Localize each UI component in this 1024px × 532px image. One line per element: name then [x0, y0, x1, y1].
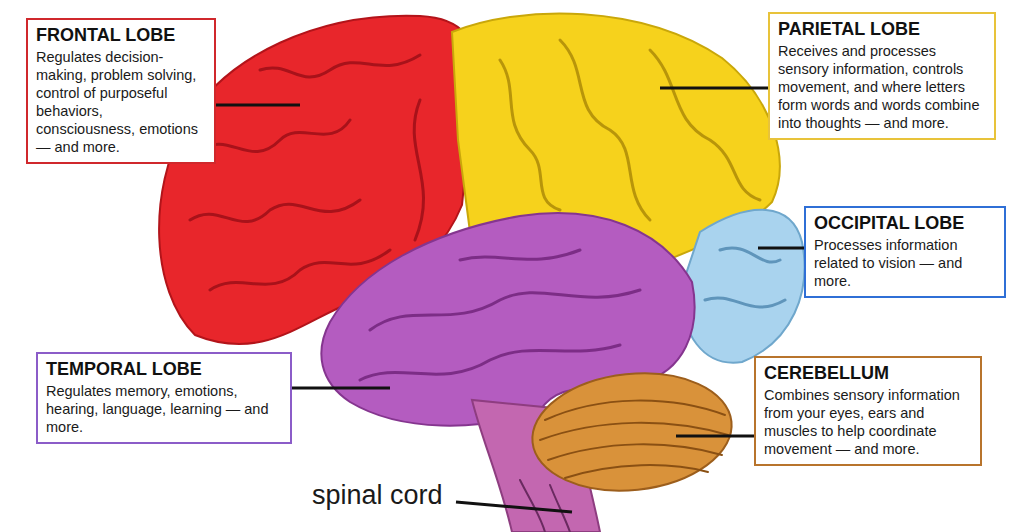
lobe-callout-box: OCCIPITAL LOBEProcesses information rela…	[804, 206, 1006, 298]
box-heading: CEREBELLUM	[764, 363, 972, 384]
temporal-fold	[460, 250, 580, 260]
parietal-fold	[650, 50, 760, 200]
box-heading: PARIETAL LOBE	[778, 19, 986, 40]
parietal-fold	[500, 60, 560, 210]
lobe-callout-box: FRONTAL LOBERegulates decision-making, p…	[26, 18, 216, 164]
lobe-callout-box: PARIETAL LOBEReceives and processes sens…	[768, 12, 996, 140]
frontal-fold	[200, 120, 350, 152]
brain-lobes	[159, 13, 804, 532]
parietal-fold	[560, 40, 650, 220]
box-body-text: Combines sensory information from your e…	[764, 386, 972, 458]
frontal-fold	[260, 55, 420, 77]
cerebellum-shape	[526, 364, 737, 500]
frontal-fold	[190, 200, 360, 222]
box-heading: FRONTAL LOBE	[36, 25, 206, 46]
temporal-fold	[360, 345, 620, 380]
leader-line	[676, 435, 756, 438]
box-heading: TEMPORAL LOBE	[46, 359, 282, 380]
box-body-text: Regulates memory, emotions, hearing, lan…	[46, 382, 282, 436]
frontal-fold	[414, 100, 423, 240]
leader-line	[290, 387, 390, 390]
cerebellum-stripe	[545, 401, 725, 420]
temporal-fold	[370, 290, 640, 330]
occipital-fold	[720, 248, 780, 262]
brainstem-stripe	[520, 480, 545, 532]
box-body-text: Regulates decision-making, problem solvi…	[36, 48, 206, 156]
frontal-fold	[210, 250, 390, 290]
occipital-lobe-shape	[680, 210, 805, 363]
lobe-callout-box: CEREBELLUMCombines sensory information f…	[754, 356, 982, 466]
leader-lines	[214, 88, 806, 512]
lobe-callout-box: TEMPORAL LOBERegulates memory, emotions,…	[36, 352, 292, 444]
box-heading: OCCIPITAL LOBE	[814, 213, 996, 234]
box-body-text: Receives and processes sensory informati…	[778, 42, 986, 132]
part-label: spinal cord	[312, 480, 443, 511]
cerebellum-stripe	[565, 465, 708, 478]
leader-line	[214, 104, 300, 107]
occipital-fold	[705, 298, 785, 307]
brain-folds	[190, 40, 785, 532]
leader-line	[758, 247, 806, 250]
leader-line	[660, 87, 770, 90]
leader-line	[456, 502, 572, 512]
cerebellum-stripe	[548, 444, 722, 460]
box-body-text: Processes information related to vision …	[814, 236, 996, 290]
brainstem-stripe	[550, 485, 570, 532]
